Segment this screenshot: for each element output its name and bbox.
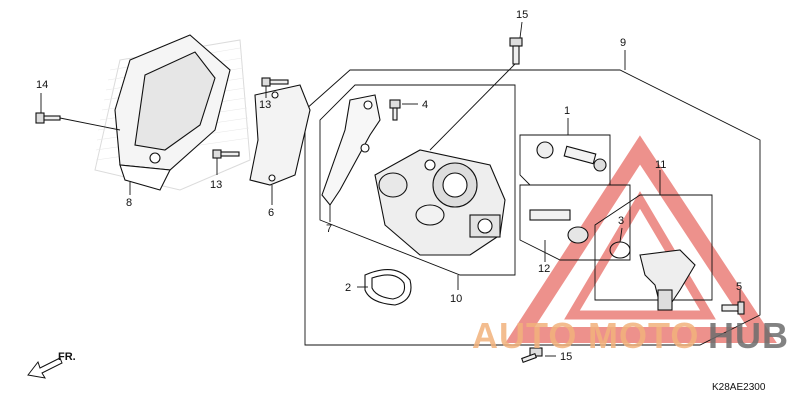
part-4-bolt [389,99,401,121]
watermark-part1: AUTO [472,315,577,356]
part-15-bolt-top [509,37,523,65]
callout-6: 6 [268,207,274,219]
watermark-part2: MOTO [588,315,699,356]
callout-5: 5 [736,281,742,293]
callout-7: 7 [326,223,332,235]
callout-8: 8 [126,197,132,209]
part-1-valve [536,141,607,172]
part-7-plate [321,94,381,206]
callout-4: 4 [422,99,428,111]
front-label: FR. [58,351,76,363]
leader-line-14b [59,117,121,131]
part-8-cover [114,34,231,191]
diagram-code: K28AE2300 [712,382,766,393]
callout-13-lower: 13 [210,179,222,191]
valve-kit-box [519,184,631,261]
callout-2: 2 [345,282,351,294]
part-10-throttle-body [374,149,506,256]
leader-line-3 [619,227,623,243]
front-arrow-icon [27,357,63,379]
callout-13-upper: 13 [259,99,271,111]
callout-14: 14 [36,79,48,91]
callout-11: 11 [655,159,666,171]
part-14-bolt [35,112,61,124]
part-2-gasket [364,269,412,306]
leader-line-15a [519,21,523,39]
part-11-sensor [639,249,696,311]
callout-15-bottom: 15 [560,351,572,363]
part-6-bracket [249,84,311,186]
callout-10: 10 [450,293,462,305]
part-15-bolt-bottom [521,347,543,363]
callout-9: 9 [620,37,626,49]
leader-line-15a-b [429,63,516,151]
callout-12: 12 [538,263,550,275]
part-13-bolt-lower [212,149,240,159]
watermark-text: AUTO MOTO HUB [472,315,789,356]
callout-15-top: 15 [516,9,528,21]
part-12-valve-kit [529,209,589,244]
callout-3: 3 [618,215,624,227]
assembly-box-outline [304,69,761,346]
callout-1: 1 [564,105,570,117]
watermark-part3: HUB [708,315,789,356]
part-5-bolt [721,301,745,315]
part-13-bolt-upper [261,77,289,87]
throttle-body-box [319,84,516,276]
